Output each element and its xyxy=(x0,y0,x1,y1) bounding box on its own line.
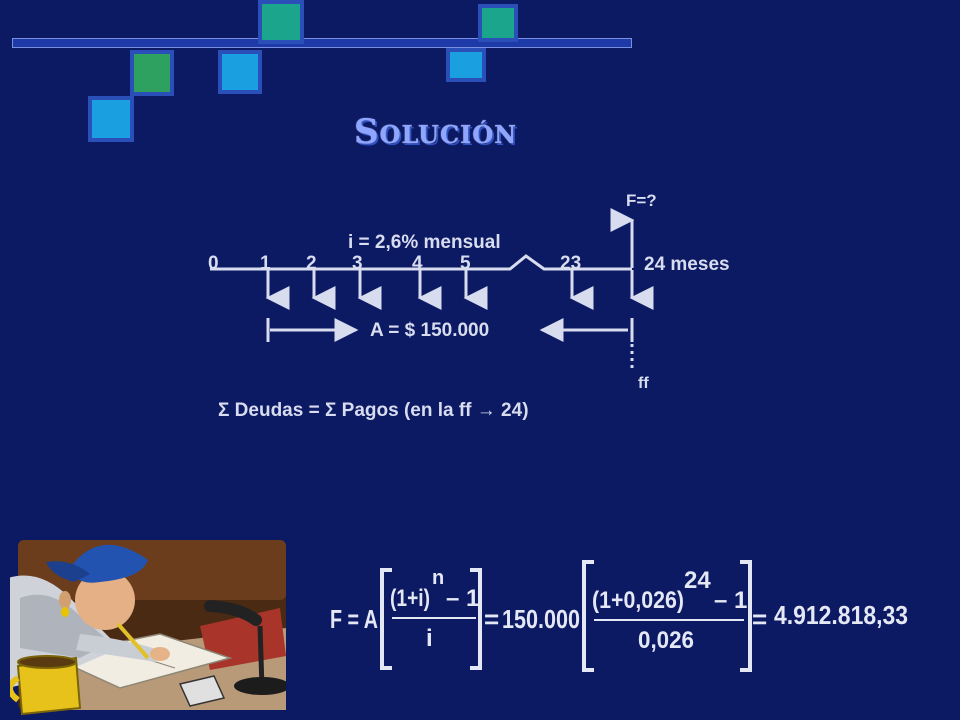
equals-sign-1: = xyxy=(484,604,499,634)
future-value-label: F=? xyxy=(626,191,657,210)
decoration-square-green xyxy=(130,50,174,96)
decoration-square-teal-1 xyxy=(258,0,304,44)
general-exponent: n xyxy=(432,567,444,589)
period-label-4: 4 xyxy=(412,253,423,274)
annuity-label: A = $ 150.000 xyxy=(370,320,489,341)
numeric-minus-one: – 1 xyxy=(714,587,747,614)
period-label-5: 5 xyxy=(460,253,471,274)
slide-title: Solución xyxy=(354,112,518,152)
general-minus-one: – 1 xyxy=(446,585,479,612)
decoration-square-blue-1 xyxy=(218,50,262,94)
general-numerator: (1+i) xyxy=(390,585,430,612)
bracket-2-right xyxy=(740,560,752,672)
student-studying-illustration xyxy=(10,540,286,716)
time-axis-line xyxy=(210,254,632,271)
decoration-square-teal-2 xyxy=(478,4,518,42)
formula-lhs: F = A xyxy=(330,604,378,634)
bracket-1-right xyxy=(470,568,482,670)
numeric-numerator: (1+0,026) xyxy=(592,587,684,614)
bracket-2-left xyxy=(582,560,594,672)
numeric-exponent: 24 xyxy=(684,567,711,594)
bracket-1-left xyxy=(380,568,392,670)
period-label-23: 23 xyxy=(560,253,581,274)
decoration-square-blue-2 xyxy=(446,48,486,82)
rate-label: i = 2,6% mensual xyxy=(348,232,501,253)
decoration-square-blue-3 xyxy=(88,96,134,142)
general-denominator: i xyxy=(426,625,433,652)
focal-label: ff xyxy=(638,375,649,392)
formula-result: 4.912.818,33 xyxy=(774,600,908,630)
period-label-1: 1 xyxy=(260,253,271,274)
equals-sign-2: = xyxy=(752,604,767,634)
period-label-2: 2 xyxy=(306,253,317,274)
period-label-0: 0 xyxy=(208,253,219,274)
numeric-denominator: 0,026 xyxy=(638,627,694,654)
coefficient: 150.000 xyxy=(502,604,580,634)
equation-label: Σ Deudas = Σ Pagos (en la ff → 24) xyxy=(218,400,529,421)
header-decoration-bar xyxy=(12,38,632,48)
duration-label: 24 meses xyxy=(644,254,730,275)
period-label-3: 3 xyxy=(352,253,363,274)
